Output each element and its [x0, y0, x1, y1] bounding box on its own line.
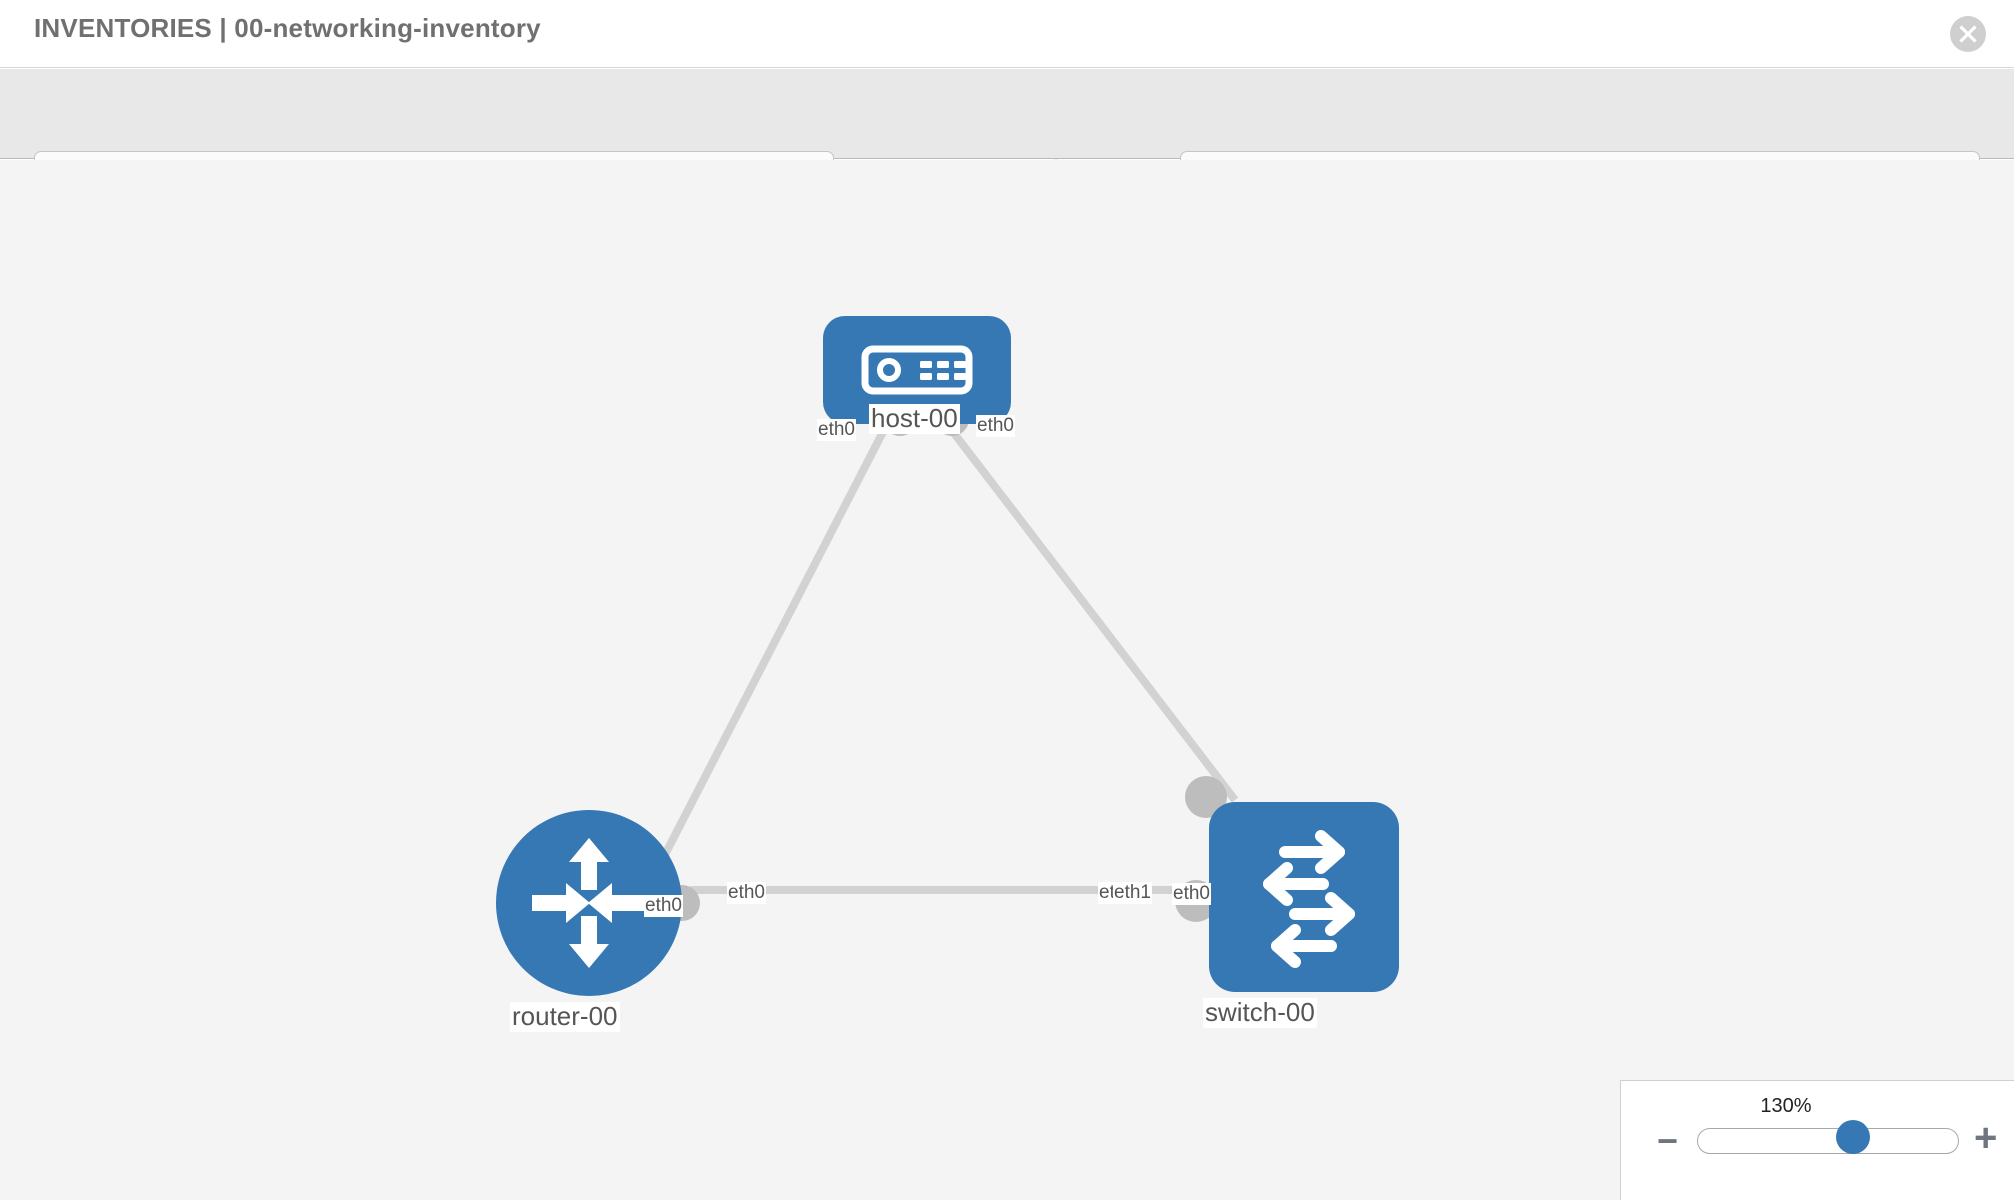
switch-node-shape: [1209, 802, 1399, 992]
node-label-router-00: router-00: [510, 1001, 620, 1032]
interface-label-router-right: eth0: [727, 882, 766, 904]
link-host-router[interactable]: [652, 426, 889, 874]
interface-label-switch-upper: eth0: [1172, 883, 1211, 905]
zoom-slider-track[interactable]: [1697, 1128, 1959, 1154]
close-icon[interactable]: [1950, 16, 1986, 52]
interface-label-host-left: eth0: [817, 419, 856, 441]
zoom-percent-label: 130%: [1760, 1095, 1812, 1117]
router-arrows-icon: [532, 838, 646, 968]
node-label-host-00: host-00: [869, 403, 960, 434]
interface-label-router-upper: eth0: [644, 895, 683, 917]
server-icon: [861, 345, 973, 395]
node-label-switch-00: switch-00: [1203, 997, 1317, 1028]
zoom-out-button[interactable]: −: [1657, 1120, 1679, 1161]
interface-label-host-right: eth0: [976, 415, 1015, 437]
topology-canvas[interactable]: eth0 host-00 eth0 router-00: [0, 160, 2014, 1200]
page-title: INVENTORIES | 00-networking-inventory: [34, 13, 541, 43]
switch-arrows-icon: [1263, 830, 1355, 968]
topology-toolbar: ACTIONS SEARCH: [0, 69, 2014, 203]
close-icon-glyph: [1959, 25, 1977, 43]
zoom-control: 130% − +: [1620, 1080, 2014, 1200]
page-header: INVENTORIES | 00-networking-inventory: [0, 0, 2014, 68]
link-host-switch[interactable]: [946, 425, 1239, 803]
zoom-slider-thumb[interactable]: [1836, 1120, 1871, 1154]
interface-label-switch-left-b: eth1: [1113, 882, 1152, 904]
zoom-in-button[interactable]: +: [1974, 1116, 1998, 1160]
